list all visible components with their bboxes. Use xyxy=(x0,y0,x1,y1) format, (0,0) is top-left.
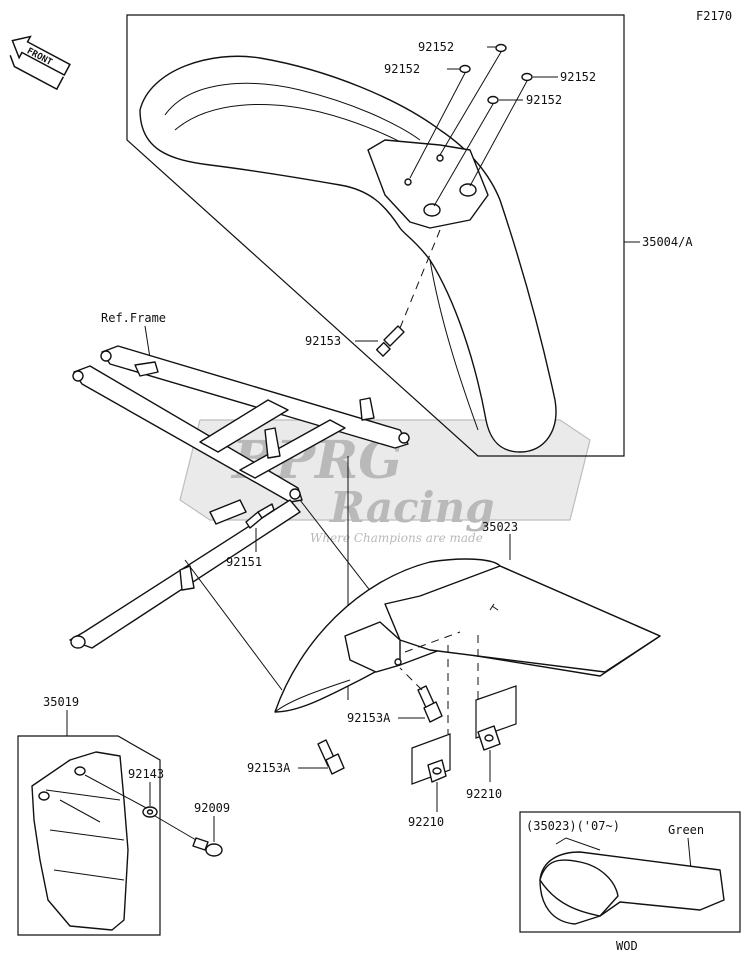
label-92210-b: 92210 xyxy=(466,787,502,801)
label-92152-c: 92152 xyxy=(560,70,596,84)
screw-92009[interactable] xyxy=(192,837,223,857)
front-fender-group-outline xyxy=(126,14,625,457)
rear-fender-35023[interactable] xyxy=(274,558,661,713)
label-35023: 35023 xyxy=(482,520,518,534)
label-92152-a: 92152 xyxy=(418,40,454,54)
inset-footer: WOD xyxy=(616,939,638,953)
bolt-92153[interactable] xyxy=(375,325,405,357)
label-92151: 92151 xyxy=(226,555,262,569)
label-ref-frame: Ref.Frame xyxy=(101,311,166,325)
mudguard-35019[interactable] xyxy=(31,751,129,931)
inset-box xyxy=(519,811,741,933)
mudguard-group-outline xyxy=(17,735,161,936)
front-fender-35004[interactable] xyxy=(139,55,557,453)
inset-title: (35023)('07~) xyxy=(526,819,620,833)
bolt-92151[interactable] xyxy=(245,503,275,529)
label-92009: 92009 xyxy=(194,801,230,815)
label-92153a-b: 92153A xyxy=(247,761,291,775)
label-92152-d: 92152 xyxy=(526,93,562,107)
label-92210-a: 92210 xyxy=(408,815,444,829)
rear-subframe-ref xyxy=(69,345,410,649)
label-92143: 92143 xyxy=(128,767,164,781)
bolt-92153a-upper[interactable] xyxy=(417,685,443,723)
label-35004a: 35004/A xyxy=(642,235,693,249)
front-arrow-icon: FRONT xyxy=(9,35,71,91)
diagram-code: F2170 xyxy=(696,9,732,23)
label-92153a-a: 92153A xyxy=(347,711,391,725)
inset-color-note: Green xyxy=(668,823,704,837)
washer-92152-group[interactable] xyxy=(459,43,533,105)
bolt-92153a-lower[interactable] xyxy=(317,739,345,775)
label-92152-b: 92152 xyxy=(384,62,420,76)
label-92153: 92153 xyxy=(305,334,341,348)
watermark-brand-bottom: Racing xyxy=(329,483,495,532)
nut-92210-left[interactable] xyxy=(427,759,447,783)
nut-92210-right[interactable] xyxy=(477,725,501,751)
washer-92143[interactable] xyxy=(142,806,158,818)
inset-rear-fender[interactable] xyxy=(539,837,725,925)
label-35019: 35019 xyxy=(43,695,79,709)
watermark-slogan: Where Champions are made xyxy=(310,531,483,545)
